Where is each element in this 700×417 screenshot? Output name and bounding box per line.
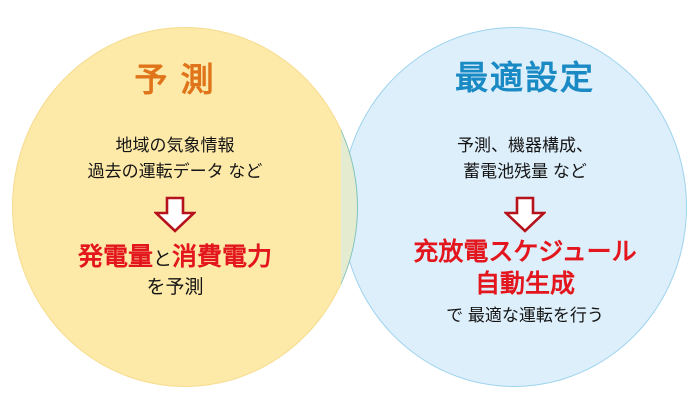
optimal-setting-output: 充放電スケジュール 自動生成 で 最適な運転を行う [350,236,700,327]
panel-prediction: 予 測 地域の気象情報 過去の運転データ など 発電量と消費電力 を予測 [0,61,350,300]
prediction-output-emphasis-2: 消費電力 [172,243,273,271]
down-arrow-icon [154,196,196,233]
optimal-setting-output-emphasis-2: 自動生成 [474,270,575,298]
prediction-output-emphasis-1: 発電量 [77,243,153,271]
prediction-input-line-1: 地域の気象情報 [115,136,235,155]
panel-optimal-setting: 最適設定 予測、機器構成、 蓄電池残量 など 充放電スケジュール 自動生成 で … [350,0,700,417]
prediction-title: 予 測 [134,61,216,98]
prediction-flow-arrow [0,196,350,238]
venn-circle-optimal-setting [341,27,687,387]
optimal-setting-output-emphasis-1: 充放電スケジュール [413,238,637,266]
prediction-inputs: 地域の気象情報 過去の運転データ など [0,133,350,186]
down-arrow-icon [504,196,546,233]
prediction-output-conjunction: と [152,249,172,270]
prediction-input-line-2: 過去の運転データ など [87,162,263,182]
prediction-output: 発電量と消費電力 を予測 [0,241,350,300]
prediction-output-tail: を予測 [146,277,204,298]
venn-circle-prediction [12,27,358,387]
optimal-setting-title: 最適設定 [455,59,595,96]
optimal-setting-flow-arrow [350,196,700,238]
optimal-setting-inputs: 予測、機器構成、 蓄電池残量 など [350,133,700,186]
optimal-setting-output-tail: で 最適な運転を行う [446,306,604,325]
optimal-setting-input-line-1: 予測、機器構成、 [457,136,593,155]
optimal-setting-input-line-2: 蓄電池残量 など [463,162,587,182]
